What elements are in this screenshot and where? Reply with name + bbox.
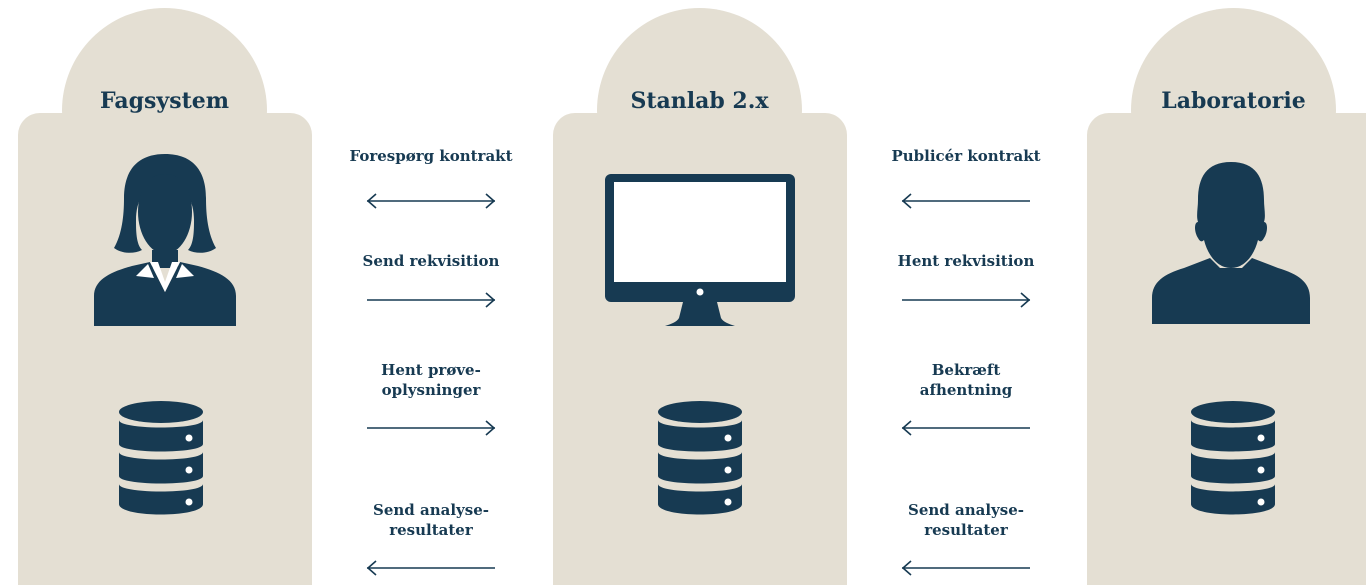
arrow-head-right	[1020, 292, 1031, 308]
flow-label: Hent rekvisition	[897, 252, 1035, 270]
flow-arrow	[366, 560, 495, 576]
flow-label: Publicér kontrakt	[891, 147, 1041, 165]
flow-label: Bekræft afhentning	[919, 361, 1013, 399]
arrow-head-left	[366, 560, 377, 576]
panel-title: Laboratorie	[1161, 88, 1306, 114]
flow-arrow	[902, 292, 1031, 308]
flow-arrow	[901, 560, 1030, 576]
flow-arrow	[901, 420, 1030, 436]
database-icon	[1191, 401, 1275, 515]
flow-arrow	[366, 193, 496, 209]
arrow-head-right	[485, 292, 496, 308]
woman-user-icon	[94, 154, 236, 326]
flow-label: Send rekvisition	[362, 252, 500, 270]
arrow-head-left	[366, 193, 377, 209]
panel-title: Stanlab 2.x	[630, 88, 769, 114]
flow-label: Hent prøve- oplysninger	[381, 361, 481, 399]
man-user-icon	[1152, 162, 1310, 324]
database-icon	[658, 401, 742, 515]
monitor-icon	[605, 174, 795, 326]
flow-label: Send analyse- resultater	[908, 501, 1024, 539]
arrow-head-right	[485, 193, 496, 209]
arrow-head-left	[901, 560, 912, 576]
flow-arrow	[901, 193, 1030, 209]
flow-arrow	[367, 292, 496, 308]
flow-label: Send analyse- resultater	[373, 501, 489, 539]
arrow-head-left	[901, 193, 912, 209]
arrow-head-right	[485, 420, 496, 436]
flow-arrow	[367, 420, 496, 436]
arrow-head-left	[901, 420, 912, 436]
flow-label: Forespørg kontrakt	[349, 147, 513, 165]
database-icon	[119, 401, 203, 515]
panel-title: Fagsystem	[99, 88, 230, 114]
